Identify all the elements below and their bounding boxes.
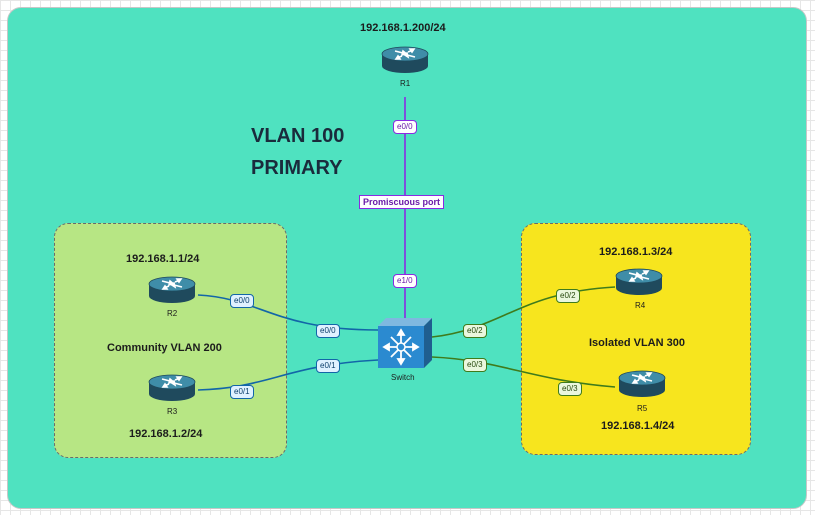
router-icon[interactable]	[381, 46, 429, 76]
r2-ip: 192.168.1.1/24	[126, 253, 200, 265]
vlan-heading-line2: PRIMARY	[251, 157, 343, 179]
r1-label: R1	[400, 79, 411, 88]
r2-label: R2	[167, 309, 178, 318]
community-vlan-zone	[54, 223, 287, 458]
r3-port-label: e0/1	[230, 385, 254, 399]
switch-port-e1-0: e1/0	[393, 274, 417, 288]
promiscuous-port-label: Promiscuous port	[359, 195, 445, 209]
r1-port-label: e0/0	[393, 120, 417, 134]
r5-label: R5	[637, 404, 648, 413]
router-icon[interactable]	[615, 268, 663, 298]
r2-port-label: e0/0	[230, 294, 254, 308]
router-icon[interactable]	[148, 374, 196, 404]
switch-label: Switch	[391, 373, 415, 382]
r3-label: R3	[167, 407, 178, 416]
r4-label: R4	[635, 301, 646, 310]
link-switch-r5	[431, 356, 616, 388]
isolated-vlan-zone	[521, 223, 751, 455]
r3-ip: 192.168.1.2/24	[129, 428, 203, 440]
switch-port-e0-0: e0/0	[316, 324, 340, 338]
r1-ip: 192.168.1.200/24	[360, 22, 446, 34]
link-r3-switch	[197, 359, 379, 391]
community-vlan-title: Community VLAN 200	[107, 342, 222, 354]
switch-port-e0-2: e0/2	[463, 324, 487, 338]
router-icon[interactable]	[618, 370, 666, 400]
router-icon[interactable]	[148, 276, 196, 306]
switch-icon[interactable]	[378, 318, 432, 368]
isolated-vlan-title: Isolated VLAN 300	[589, 337, 685, 349]
r4-ip: 192.168.1.3/24	[599, 246, 673, 258]
switch-port-e0-1: e0/1	[316, 359, 340, 373]
r4-port-label: e0/2	[556, 289, 580, 303]
r5-port-label: e0/3	[558, 382, 582, 396]
switch-port-e0-3: e0/3	[463, 358, 487, 372]
link-r2-switch	[197, 294, 379, 331]
link-switch-r4	[431, 286, 616, 338]
r5-ip: 192.168.1.4/24	[601, 420, 675, 432]
vlan-heading-line1: VLAN 100	[251, 125, 345, 147]
